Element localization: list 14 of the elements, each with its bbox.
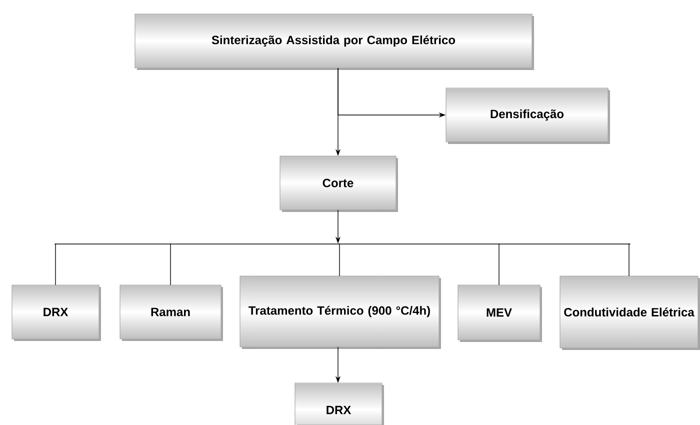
process-box: Condutividade Elétrica (560, 276, 700, 350)
process-box: Corte (280, 156, 398, 212)
process-box: DRX (294, 382, 384, 425)
connector (170, 243, 171, 286)
connector (498, 243, 500, 286)
connector (628, 243, 630, 276)
process-box: DRX (12, 284, 101, 341)
process-box: Raman (120, 284, 223, 341)
process-box: Densificação (446, 88, 610, 144)
process-box: MEV (458, 284, 542, 342)
connector (55, 243, 56, 286)
process-box: Tratamento Térmico (900 °C/4h) (240, 276, 441, 349)
connector (339, 243, 340, 276)
process-box: Sinterização Assistida por Campo Elétrico (134, 14, 534, 70)
